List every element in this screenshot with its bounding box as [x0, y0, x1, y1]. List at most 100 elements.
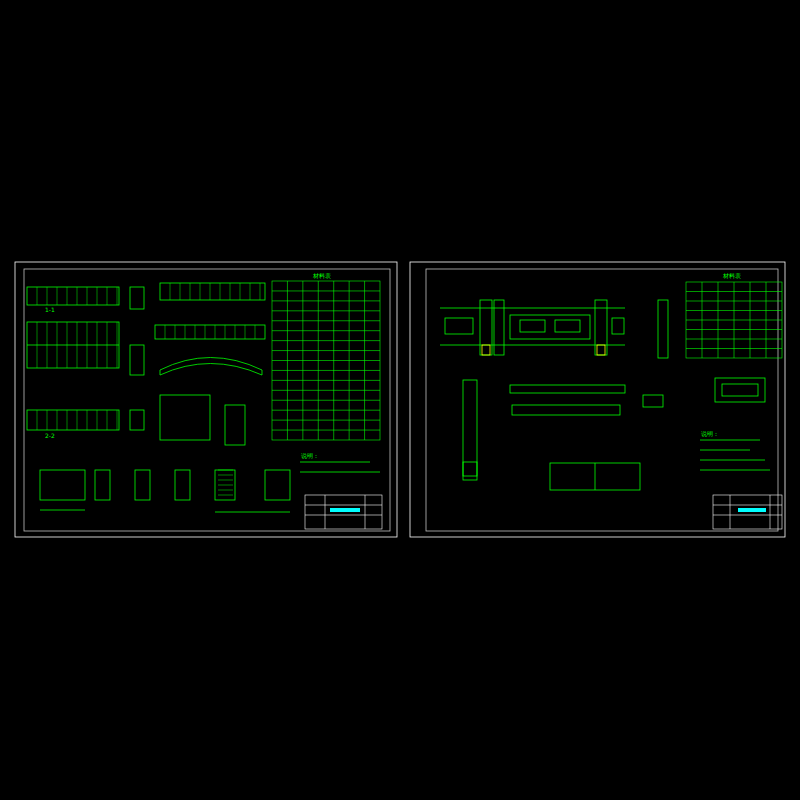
- grid-line: [218, 495, 233, 496]
- grid-line: [218, 490, 233, 491]
- grid-line: [107, 410, 108, 430]
- grid-line: [215, 325, 216, 339]
- grid-line: [190, 283, 191, 300]
- grid-line: [47, 322, 48, 368]
- grid-line: [272, 420, 380, 421]
- grid-line: [272, 320, 380, 321]
- grid-line: [272, 360, 380, 361]
- grid-line: [205, 325, 206, 339]
- grid-line: [87, 410, 88, 430]
- title-block: [305, 495, 382, 529]
- grid-line: [117, 410, 118, 430]
- grid-line: [97, 287, 98, 305]
- grid-line: [302, 281, 303, 440]
- grid-line: [117, 287, 118, 305]
- sheet-border: [426, 269, 778, 531]
- grid-line: [255, 325, 256, 339]
- grid-line: [245, 325, 246, 339]
- grid-line: [272, 370, 380, 371]
- grid-line: [218, 475, 233, 476]
- grid-line: [117, 322, 118, 368]
- grid-line: [333, 281, 334, 440]
- notes-heading: 说明：: [700, 430, 720, 437]
- grid-line: [175, 325, 176, 339]
- grid-line: [57, 287, 58, 305]
- left-drawings: [27, 283, 290, 512]
- grid-line: [195, 325, 196, 339]
- grid-line: [272, 430, 380, 431]
- grid-line: [57, 322, 58, 368]
- grid-line: [225, 325, 226, 339]
- grid-line: [170, 283, 171, 300]
- grid-line: [218, 485, 233, 486]
- table-title: 材料表: [312, 272, 332, 279]
- grid-line: [235, 325, 236, 339]
- grid-line: [287, 281, 288, 440]
- grid-line: [272, 410, 380, 411]
- section-label: 2-2: [44, 432, 56, 439]
- grid-line: [37, 410, 38, 430]
- grid-line: [210, 283, 211, 300]
- grid-line: [272, 290, 380, 291]
- grid-line: [87, 287, 88, 305]
- grid-line: [200, 283, 201, 300]
- grid-line: [87, 322, 88, 368]
- grid-line: [272, 300, 380, 301]
- sheet-frame: [410, 262, 785, 537]
- sheet-frame: [15, 262, 397, 537]
- grid-line: [260, 283, 261, 300]
- grid-line: [47, 287, 48, 305]
- grid-line: [37, 322, 38, 368]
- grid-line: [97, 322, 98, 368]
- grid-line: [718, 282, 719, 358]
- grid-line: [702, 282, 703, 358]
- grid-line: [180, 283, 181, 300]
- grid-line: [272, 340, 380, 341]
- rebar-grid: [37, 283, 260, 495]
- grid-line: [97, 410, 98, 430]
- notes-heading: 说明：: [300, 452, 320, 459]
- grid-line: [77, 322, 78, 368]
- grid-line: [250, 283, 251, 300]
- grid-line: [272, 350, 380, 351]
- grid-line: [47, 410, 48, 430]
- grid-line: [37, 287, 38, 305]
- grid-line: [734, 282, 735, 358]
- grid-line: [218, 480, 233, 481]
- grid-line: [318, 281, 319, 440]
- grid-line: [272, 400, 380, 401]
- grid-line: [364, 281, 365, 440]
- post-base: [482, 345, 605, 355]
- sheet-border: [24, 269, 390, 531]
- grid-line: [107, 322, 108, 368]
- grid-line: [67, 287, 68, 305]
- grid-line: [272, 310, 380, 311]
- grid-line: [165, 325, 166, 339]
- grid-line: [67, 322, 68, 368]
- grid-line: [349, 281, 350, 440]
- grid-line: [77, 287, 78, 305]
- grid-line: [766, 282, 767, 358]
- grid-line: [230, 283, 231, 300]
- grid-line: [272, 380, 380, 381]
- left-notes: [300, 462, 380, 472]
- grid-line: [272, 390, 380, 391]
- grid-line: [77, 410, 78, 430]
- grid-line: [220, 283, 221, 300]
- right-drawings: [440, 300, 765, 490]
- grid-line: [67, 410, 68, 430]
- title-block: [713, 495, 782, 529]
- table-title: 材料表: [722, 272, 742, 279]
- section-label: 1-1: [44, 306, 56, 313]
- grid-line: [240, 283, 241, 300]
- right-notes: [700, 440, 770, 470]
- grid-line: [57, 410, 58, 430]
- grid-line: [218, 470, 233, 471]
- grid-line: [272, 330, 380, 331]
- grid-line: [750, 282, 751, 358]
- grid-line: [107, 287, 108, 305]
- material-table: [272, 281, 380, 440]
- grid-line: [185, 325, 186, 339]
